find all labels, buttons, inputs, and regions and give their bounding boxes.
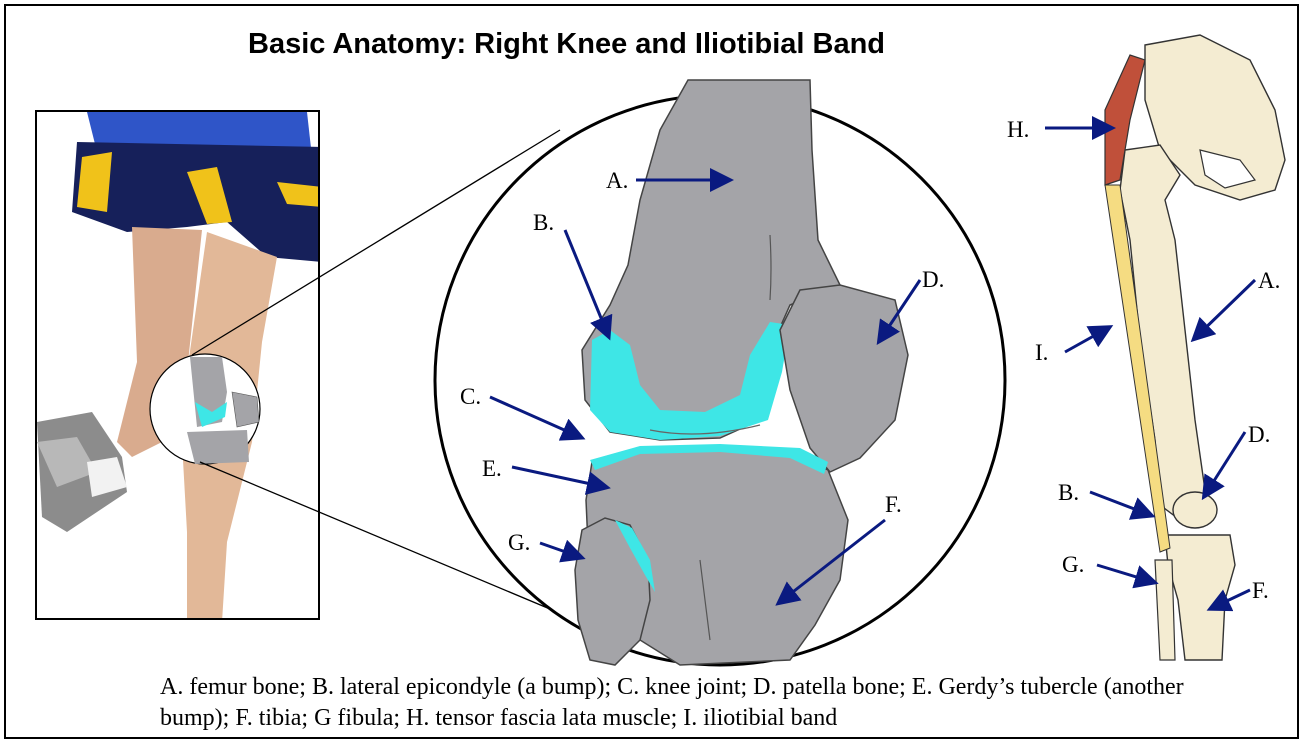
label-i-leg: I. — [1035, 340, 1048, 365]
label-h-leg: H. — [1007, 117, 1029, 142]
label-f-leg: F. — [1252, 578, 1269, 603]
label-g-knee: G. — [508, 530, 530, 555]
label-d-knee: D. — [922, 267, 944, 292]
figure-caption: A. femur bone; B. lateral epicondyle (a … — [160, 672, 1240, 734]
label-e-knee: E. — [482, 456, 502, 481]
label-a-knee: A. — [606, 168, 628, 193]
label-g-leg: G. — [1062, 552, 1084, 577]
label-f-knee: F. — [885, 492, 902, 517]
label-b-leg: B. — [1058, 480, 1079, 505]
label-b-knee: B. — [533, 210, 554, 235]
full-leg-illustration — [1105, 35, 1285, 660]
label-a-leg: A. — [1258, 268, 1280, 293]
label-d-leg: D. — [1248, 422, 1270, 447]
label-c-knee: C. — [460, 384, 481, 409]
